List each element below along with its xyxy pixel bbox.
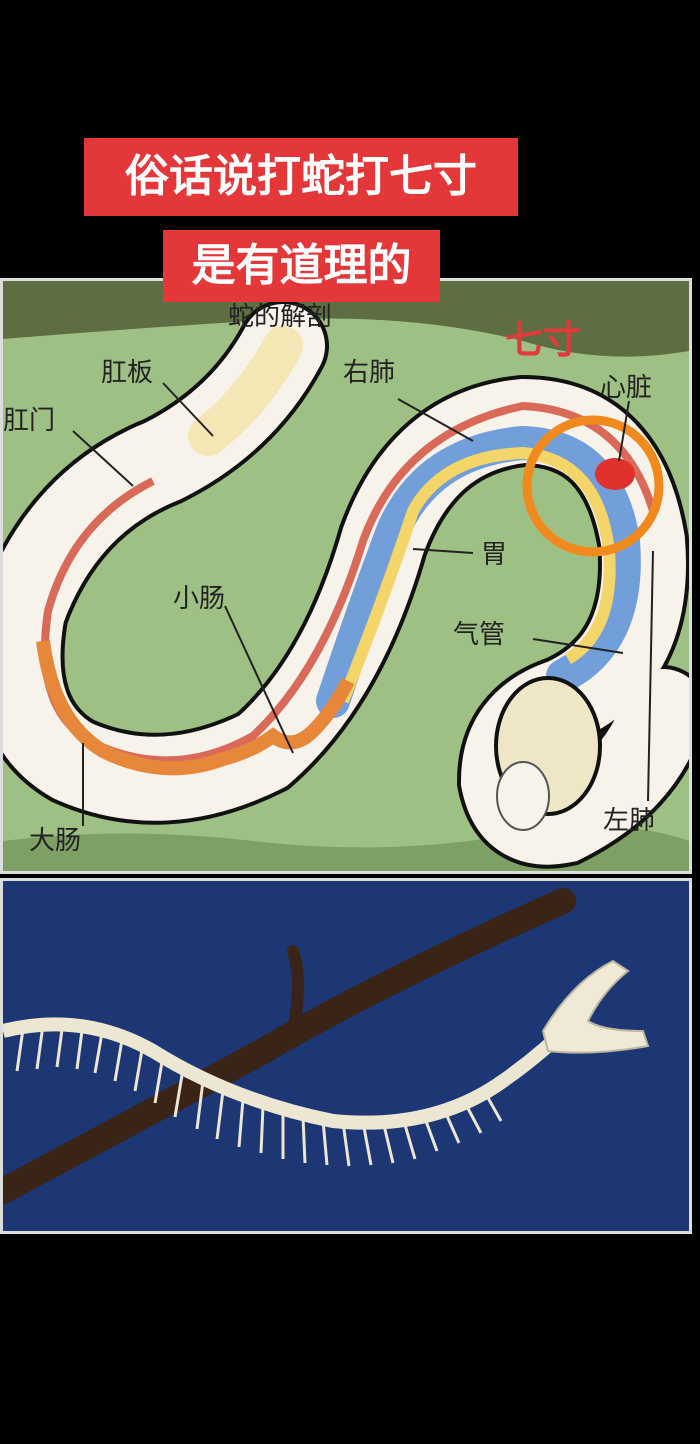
label-anus: 肛门: [3, 406, 55, 436]
heart-organ: [595, 458, 635, 490]
skeleton-spine: [3, 996, 599, 1130]
snake-body: [3, 300, 689, 869]
skeleton-skull: [541, 959, 650, 1054]
label-cloacal-plate: 肛板: [101, 358, 153, 388]
qicun-highlight-circle: [522, 415, 664, 557]
branch: [3, 888, 576, 1204]
caption-line-1: 俗话说打蛇打七寸: [84, 138, 518, 216]
qicun-label: 七寸: [505, 318, 581, 362]
label-trachea: 气管: [453, 620, 505, 650]
label-heart: 心脏: [600, 373, 652, 403]
label-right-lung: 右肺: [343, 358, 395, 388]
diagram-title: 蛇的解剖: [228, 302, 332, 332]
label-small-intestine: 小肠: [173, 584, 225, 614]
label-left-lung: 左肺: [603, 806, 655, 836]
skeleton-ribs: [15, 1021, 503, 1167]
label-large-intestine: 大肠: [29, 826, 81, 856]
caption-line-2: 是有道理的: [163, 230, 440, 302]
snake-anatomy-diagram: 蛇的解剖 七寸 肛板 肛门 右肺 心脏 胃 小肠 气管 大肠 左肺: [0, 278, 692, 874]
leader-lines: [72, 382, 654, 826]
label-stomach: 胃: [481, 540, 507, 570]
snake-skeleton-photo: [0, 878, 692, 1234]
